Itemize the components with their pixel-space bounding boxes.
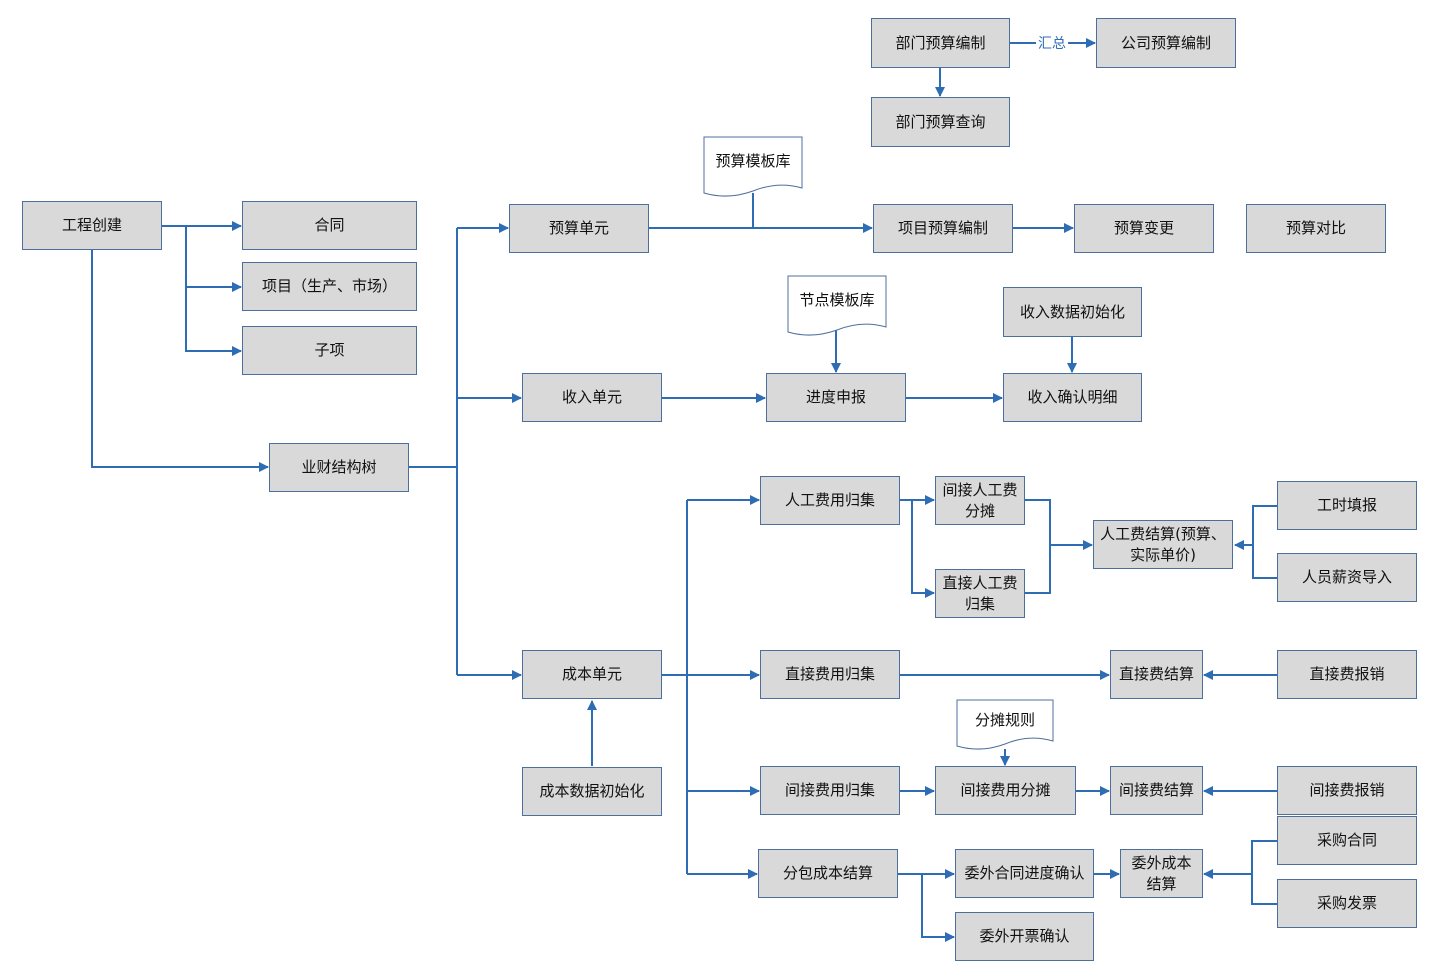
node-project-create-label: 工程创建	[61, 216, 122, 234]
node-template-lib: 节点模板库	[788, 276, 886, 332]
node-direct-settlement-label: 直接费结算	[1118, 665, 1194, 683]
node-project-item[interactable]: 项目（生产、市场）	[242, 262, 417, 311]
node-dept-budget-compile[interactable]: 部门预算编制	[871, 18, 1010, 68]
node-salary-import-label: 人员薪资导入	[1301, 568, 1392, 586]
node-direct-labor-collect[interactable]: 直接人工费归集	[935, 569, 1025, 618]
node-outsource-progress-confirm-label: 委外合同进度确认	[964, 864, 1085, 882]
node-purchase-invoice-label: 采购发票	[1316, 894, 1377, 912]
node-budget-unit-label: 预算单元	[548, 219, 609, 237]
node-purchase-contract-label: 采购合同	[1316, 831, 1377, 849]
budget-template-lib-label: 预算模板库	[715, 152, 791, 170]
node-cost-unit-label: 成本单元	[561, 665, 622, 683]
node-direct-reimburse[interactable]: 直接费报销	[1277, 650, 1417, 699]
node-project-create[interactable]: 工程创建	[22, 201, 162, 250]
node-outsource-invoice-confirm-label: 委外开票确认	[979, 927, 1070, 945]
node-timesheet-report-label: 工时填报	[1316, 496, 1377, 514]
node-income-data-init-label: 收入数据初始化	[1019, 302, 1125, 321]
node-labor-cost-collect-label: 人工费用归集	[784, 491, 875, 509]
node-outsource-cost-settlement-label: 委外成本结算	[1131, 853, 1192, 893]
node-template-lib-label: 节点模板库	[799, 291, 875, 309]
alloc-rules: 分摊规则	[957, 700, 1053, 748]
node-company-budget-compile[interactable]: 公司预算编制	[1096, 18, 1236, 68]
node-sub-item[interactable]: 子项	[242, 326, 417, 375]
budget-template-doc-shape	[703, 136, 803, 197]
node-labor-settlement-label: 人工费结算(预算、实际单价)	[1100, 524, 1226, 564]
budget-template-lib: 预算模板库	[704, 137, 802, 193]
node-indirect-cost-alloc[interactable]: 间接费用分摊	[935, 766, 1076, 815]
node-indirect-reimburse-label: 间接费报销	[1309, 781, 1385, 799]
node-project-budget-compile[interactable]: 项目预算编制	[873, 204, 1013, 253]
node-indirect-cost-alloc-label: 间接费用分摊	[960, 781, 1051, 799]
node-salary-import[interactable]: 人员薪资导入	[1277, 553, 1417, 602]
node-sub-item-label: 子项	[314, 341, 345, 359]
node-income-confirm-detail-label: 收入确认明细	[1027, 388, 1118, 406]
node-budget-change-label: 预算变更	[1113, 219, 1174, 237]
node-dept-budget-compile-label: 部门预算编制	[895, 33, 986, 52]
node-income-unit[interactable]: 收入单元	[522, 373, 662, 422]
node-biz-fin-tree-label: 业财结构树	[301, 458, 377, 476]
node-project-budget-compile-label: 项目预算编制	[897, 219, 988, 237]
node-progress-report-label: 进度申报	[805, 388, 866, 406]
node-budget-compare-label: 预算对比	[1285, 219, 1346, 237]
node-indirect-cost-collect[interactable]: 间接费用归集	[760, 766, 900, 815]
node-budget-unit[interactable]: 预算单元	[509, 204, 649, 253]
node-direct-cost-collect[interactable]: 直接费用归集	[760, 650, 900, 699]
node-labor-cost-collect[interactable]: 人工费用归集	[760, 476, 900, 525]
summary-edge-label: 汇总	[1036, 33, 1068, 53]
node-indirect-settlement[interactable]: 间接费结算	[1110, 766, 1203, 815]
node-indirect-settlement-label: 间接费结算	[1118, 781, 1194, 799]
node-cost-data-init[interactable]: 成本数据初始化	[522, 767, 662, 816]
node-direct-reimburse-label: 直接费报销	[1309, 665, 1385, 683]
edge-project-to-item	[185, 226, 242, 292]
node-contract-label: 合同	[314, 216, 345, 234]
node-direct-cost-collect-label: 直接费用归集	[784, 665, 875, 683]
node-outsource-invoice-confirm[interactable]: 委外开票确认	[955, 912, 1094, 961]
node-contract[interactable]: 合同	[242, 201, 417, 250]
node-cost-data-init-label: 成本数据初始化	[539, 782, 645, 800]
node-project-item-label: 项目（生产、市场）	[261, 277, 397, 295]
node-direct-settlement[interactable]: 直接费结算	[1110, 650, 1203, 699]
node-budget-change[interactable]: 预算变更	[1074, 204, 1214, 253]
node-income-confirm-detail[interactable]: 收入确认明细	[1003, 373, 1142, 422]
node-outsource-cost-settlement[interactable]: 委外成本结算	[1120, 849, 1203, 898]
alloc-rules-label: 分摊规则	[974, 711, 1035, 729]
node-purchase-contract[interactable]: 采购合同	[1277, 816, 1417, 865]
node-income-unit-label: 收入单元	[561, 388, 622, 406]
node-labor-settlement[interactable]: 人工费结算(预算、实际单价)	[1093, 520, 1233, 569]
node-subcontract-settlement[interactable]: 分包成本结算	[758, 849, 898, 898]
node-purchase-invoice[interactable]: 采购发票	[1277, 879, 1417, 928]
node-budget-compare[interactable]: 预算对比	[1246, 204, 1386, 253]
edge-sub-to-invoice-confirm	[921, 874, 955, 942]
edge-labor-merge	[1025, 499, 1051, 594]
node-biz-fin-tree[interactable]: 业财结构树	[269, 443, 409, 492]
edge-labor-to-direct-labor	[911, 500, 935, 598]
node-dept-budget-query[interactable]: 部门预算查询	[871, 97, 1010, 147]
node-indirect-labor-alloc-label: 间接人工费分摊	[942, 480, 1018, 520]
node-indirect-cost-collect-label: 间接费用归集	[784, 781, 875, 799]
node-outsource-progress-confirm[interactable]: 委外合同进度确认	[955, 849, 1094, 898]
node-cost-unit[interactable]: 成本单元	[522, 650, 662, 699]
node-template-doc-shape	[787, 275, 887, 336]
node-indirect-reimburse[interactable]: 间接费报销	[1277, 766, 1417, 815]
node-subcontract-settlement-label: 分包成本结算	[782, 864, 873, 882]
node-indirect-labor-alloc[interactable]: 间接人工费分摊	[935, 476, 1025, 525]
node-dept-budget-query-label: 部门预算查询	[895, 112, 986, 131]
edge-project-to-tree	[91, 250, 269, 472]
node-timesheet-report[interactable]: 工时填报	[1277, 481, 1417, 530]
edge-labor-inputs	[1252, 505, 1277, 579]
node-income-data-init[interactable]: 收入数据初始化	[1003, 287, 1142, 337]
edge-project-to-subitem	[185, 287, 242, 356]
node-company-budget-compile-label: 公司预算编制	[1120, 33, 1211, 52]
alloc-rules-doc-shape	[956, 699, 1054, 750]
edge-purchase-inputs	[1251, 840, 1277, 905]
node-progress-report[interactable]: 进度申报	[766, 373, 906, 422]
node-direct-labor-collect-label: 直接人工费归集	[942, 573, 1018, 613]
